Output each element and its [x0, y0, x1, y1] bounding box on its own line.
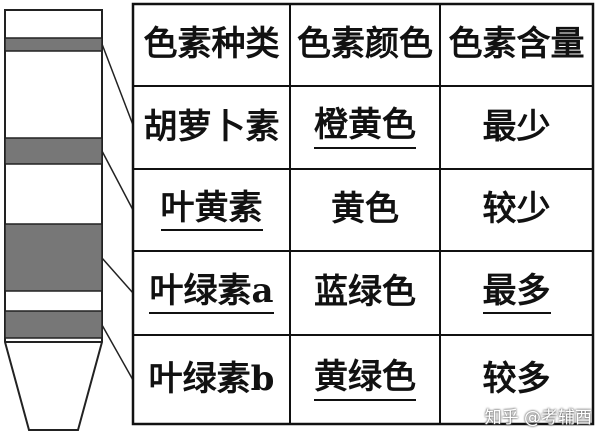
amount-carotene-text: 最少 — [482, 106, 551, 147]
header-pigment-amount: 色素含量 — [440, 4, 593, 86]
band-chlorophyll-b — [4, 310, 103, 339]
table-border — [131, 2, 595, 426]
kind-chlorophyll-a-text: 叶绿素a — [149, 271, 274, 315]
header-pigment-color-text: 色素颜色 — [297, 24, 433, 65]
cell-kind-chlorophyll-b: 叶绿素b — [133, 335, 290, 424]
color-chlorophyll-a-text: 蓝绿色 — [314, 272, 416, 313]
header-pigment-amount-text: 色素含量 — [448, 24, 585, 65]
cell-color-carotene: 橙黄色 — [290, 86, 440, 169]
table-grid — [131, 2, 595, 426]
cell-amount-chlorophyll-b: 较多 — [440, 335, 593, 424]
color-chlorophyll-b-text: 黄绿色 — [314, 358, 416, 401]
tube-outline — [4, 9, 103, 431]
cell-kind-chlorophyll-a: 叶绿素a — [133, 251, 290, 335]
kind-carotene-text: 胡萝卜素 — [143, 106, 280, 147]
amount-xanthophyll-text: 较少 — [482, 189, 551, 230]
cell-kind-xanthophyll: 叶黄素 — [133, 169, 290, 251]
cell-kind-carotene: 胡萝卜素 — [133, 86, 290, 169]
amount-chlorophyll-a-text: 最多 — [482, 271, 551, 315]
cell-amount-carotene: 最少 — [440, 86, 593, 169]
cell-color-chlorophyll-a: 蓝绿色 — [290, 251, 440, 335]
color-carotene-text: 橙黄色 — [314, 106, 416, 149]
header-pigment-kind: 色素种类 — [133, 4, 290, 86]
kind-chlorophyll-b-text: 叶绿素b — [148, 358, 275, 399]
cell-amount-chlorophyll-a: 最多 — [440, 251, 593, 335]
cell-color-chlorophyll-b: 黄绿色 — [290, 335, 440, 424]
header-pigment-color: 色素颜色 — [290, 4, 440, 86]
connector-chlorophyll-b — [101, 324, 134, 381]
chromatography-tube — [4, 9, 103, 431]
kind-xanthophyll-text: 叶黄素 — [160, 188, 263, 232]
connector-xanthophyll — [101, 150, 134, 211]
band-chlorophyll-a — [4, 223, 103, 292]
connector-chlorophyll-a — [101, 257, 134, 294]
cell-color-xanthophyll: 黄色 — [290, 169, 440, 251]
cell-amount-xanthophyll: 较少 — [440, 169, 593, 251]
amount-chlorophyll-b-text: 较多 — [482, 358, 551, 399]
watermark: 知乎 @考辅酉 — [484, 408, 592, 428]
header-pigment-kind-text: 色素种类 — [143, 24, 280, 65]
band-carotene — [4, 37, 103, 52]
connector-carotene — [101, 43, 134, 126]
connector-lines — [101, 43, 134, 381]
color-xanthophyll-text: 黄色 — [331, 189, 399, 230]
band-xanthophyll — [4, 137, 103, 165]
